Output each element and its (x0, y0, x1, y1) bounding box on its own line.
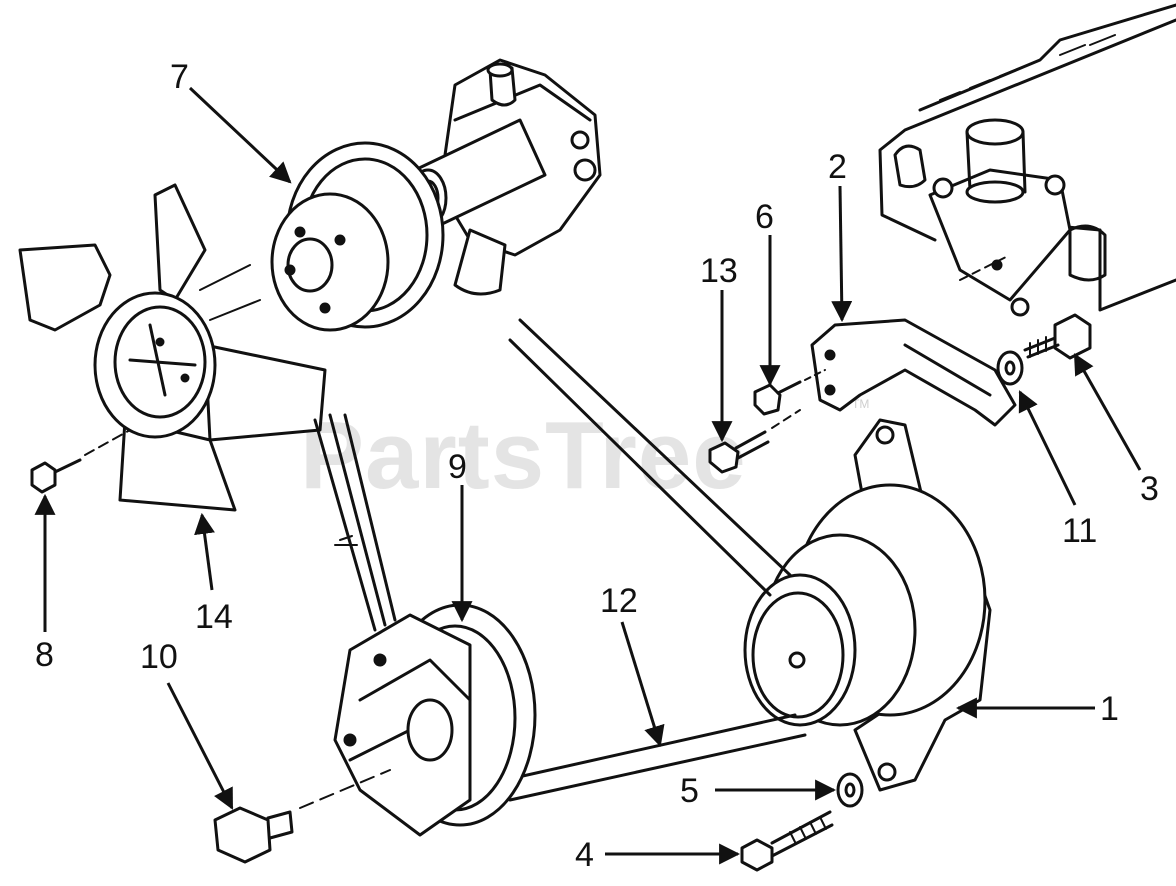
water-pump-pulley (199, 141, 445, 332)
callout-10: 10 (140, 638, 178, 676)
callout-9: 9 (448, 448, 467, 486)
bracket-washer (996, 350, 1024, 386)
watermark: PartsTree (300, 402, 747, 509)
callout-12: 12 (600, 582, 638, 620)
leader-lines (34, 86, 1142, 865)
callout-3: 3 (1140, 470, 1159, 508)
bracket-small-bolt (753, 369, 826, 416)
alternator (743, 418, 992, 792)
callout-13: 13 (700, 252, 738, 290)
callout-7: 7 (170, 58, 189, 96)
mount-washer (836, 772, 864, 808)
adjusting-bracket (810, 254, 1017, 427)
callout-11: 11 (1062, 512, 1097, 550)
alternator-adjust-bolt (708, 409, 801, 474)
callout-2: 2 (828, 148, 847, 186)
crankshaft-pulley (333, 603, 537, 837)
callout-5: 5 (680, 772, 699, 810)
cooling-fan (18, 183, 327, 512)
engine-block (878, 3, 1176, 317)
callout-8: 8 (35, 636, 54, 674)
callout-4: 4 (575, 836, 594, 874)
callout-1: 1 (1100, 690, 1119, 728)
bracket-bolt (1023, 313, 1092, 360)
callout-labels: 1 2 3 4 5 6 7 8 9 10 11 12 13 14 (35, 58, 1159, 874)
watermark-trademark: TM (852, 397, 869, 411)
crank-pulley-bolt (213, 769, 391, 864)
callout-14: 14 (195, 598, 233, 636)
v-belt (313, 318, 807, 802)
alternator-mount-bolt (740, 810, 834, 872)
fan-bolt (30, 429, 131, 494)
callout-6: 6 (755, 198, 774, 236)
water-pump (408, 58, 602, 296)
